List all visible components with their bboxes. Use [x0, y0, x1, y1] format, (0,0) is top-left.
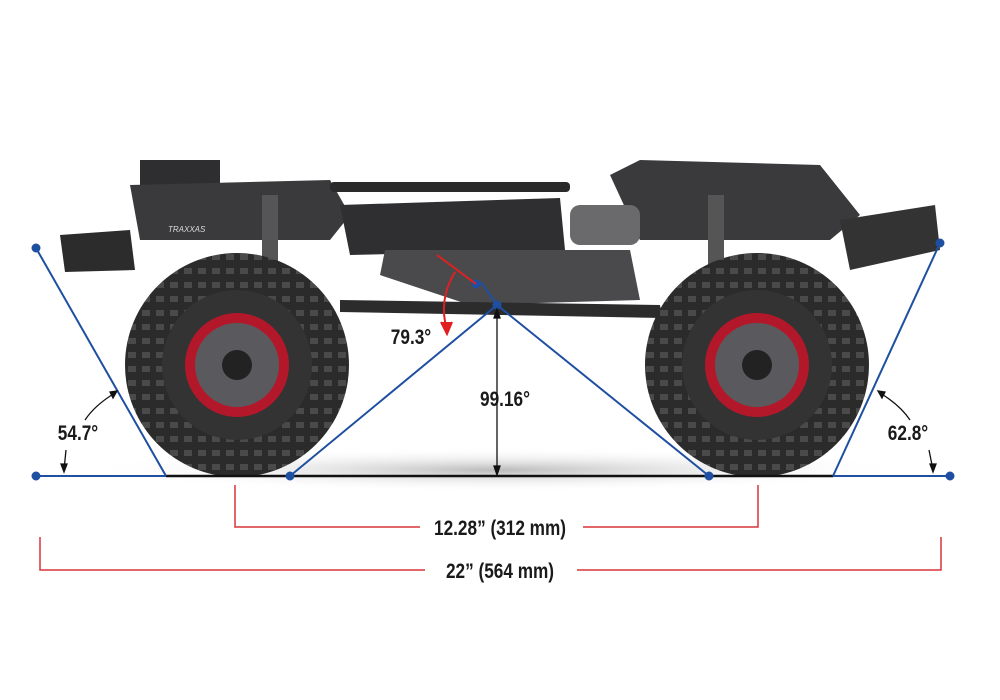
breakover-arrow [436, 254, 477, 337]
approach-dot [31, 243, 41, 253]
wheelbase-label: 12.28” (312 mm) [434, 518, 566, 541]
cage-bar [330, 182, 570, 192]
approach-line [35, 247, 167, 477]
wheelbase-right [583, 485, 759, 528]
motor [570, 205, 640, 245]
angle-lines [31, 238, 955, 481]
wheelbase-left [234, 485, 420, 528]
battery-tray [340, 198, 565, 255]
rear-body-mount [610, 160, 860, 240]
length-left [39, 537, 425, 571]
rear-bumper [840, 205, 940, 270]
skid-plate [380, 250, 640, 305]
front-bumper [60, 230, 135, 272]
front-shock [262, 195, 278, 265]
approach-angle-label: 54.7° [58, 423, 98, 446]
angle-arrows [60, 306, 937, 478]
traxxas-logo: TRAXXAS [168, 225, 206, 234]
departure-angle-label: 62.8° [888, 423, 928, 446]
overall-length-label: 22” (564 mm) [446, 561, 554, 584]
breakover-left-line [289, 304, 498, 477]
rear-shock [708, 195, 724, 265]
front-body-mount [130, 180, 350, 240]
rear-wheel [645, 253, 869, 477]
length-right [577, 537, 942, 571]
departure-dot [935, 238, 945, 248]
breakover-right-line [496, 304, 710, 477]
dimension-lines [39, 485, 942, 571]
departure-line [832, 242, 941, 477]
chassis: TRAXXAS [60, 160, 940, 318]
front-wheel [125, 253, 349, 477]
breakover-angle-label: 79.3° [391, 327, 431, 350]
breakover-apex-label: 99.16° [480, 389, 530, 412]
